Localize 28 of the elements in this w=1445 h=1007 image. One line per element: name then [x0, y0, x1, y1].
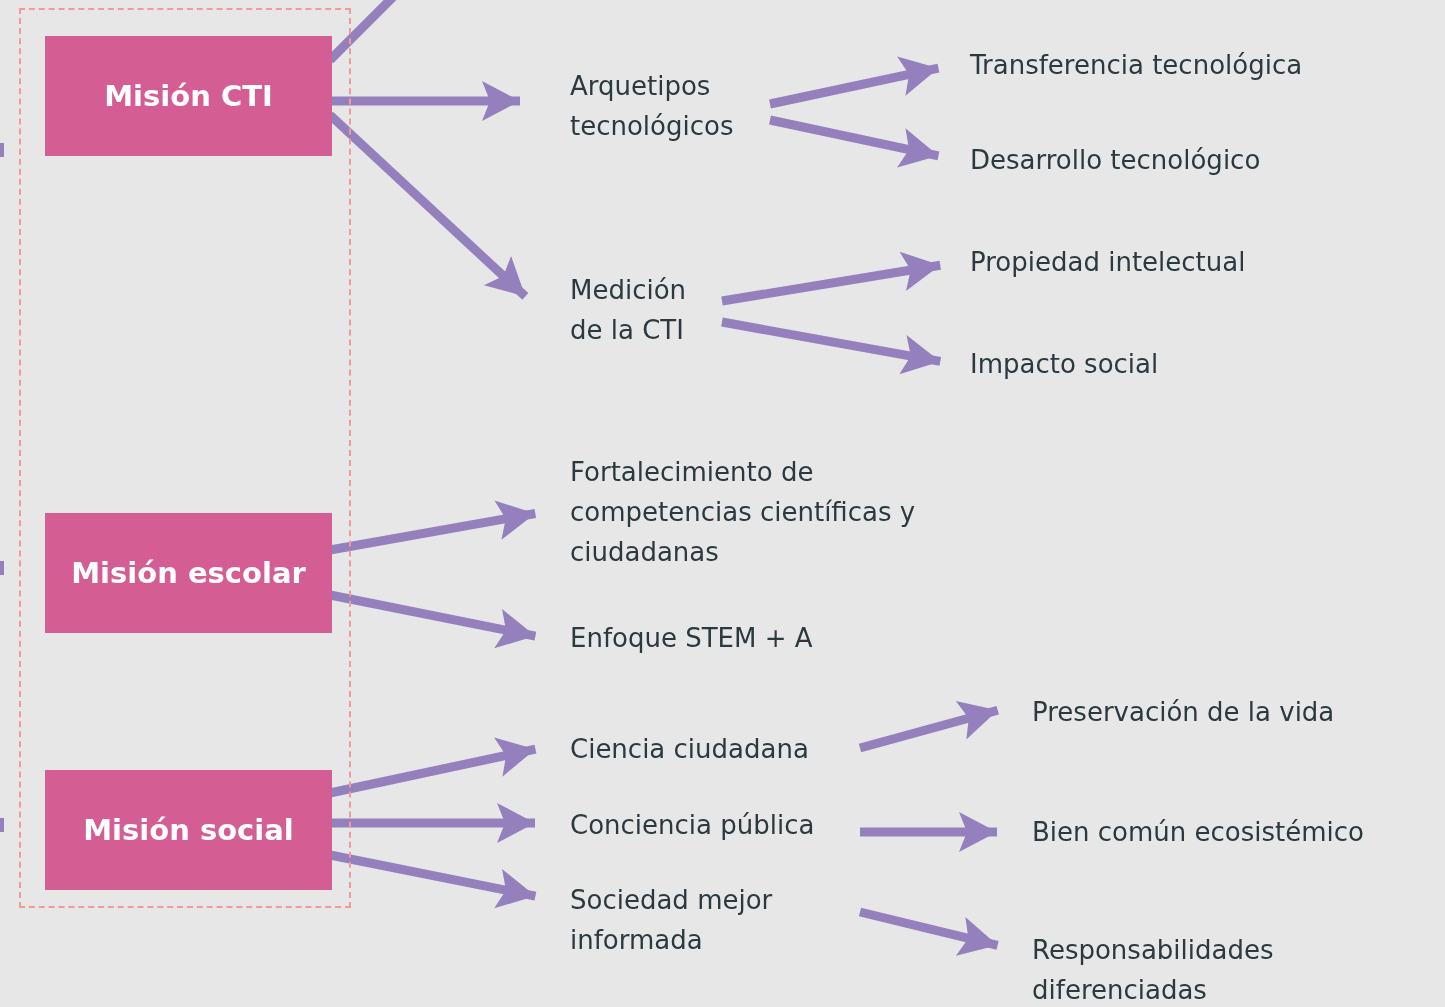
mission-box [45, 770, 332, 890]
topic-label: Responsabilidades diferenciadas [1032, 934, 1275, 1007]
topic-label: Desarrollo tecnológico [970, 144, 1262, 177]
topic-label: Sociedad mejor informada [570, 884, 774, 957]
mission-label: Misión CTI [104, 79, 273, 113]
topic-label: Transferencia tecnológica [970, 49, 1304, 82]
topic-label: Fortalecimiento de competencias científicas y ciudadanas [570, 456, 917, 569]
dashed-group-frame [19, 8, 351, 908]
arrow [721, 317, 942, 375]
mission-label: Misión social [83, 813, 294, 847]
arrow [858, 701, 999, 753]
arrow [721, 251, 941, 306]
topic-label: Preservación de la vida [1032, 696, 1336, 729]
arrow [769, 56, 940, 109]
arrow [860, 812, 997, 852]
topic-label: Propiedad intelectual [970, 246, 1247, 279]
topic-label: Impacto social [970, 348, 1160, 381]
arrow [858, 907, 999, 956]
topic-label: Arquetipos tecnológicos [570, 70, 735, 143]
topic-label: Bien común ecosistémico [1032, 816, 1365, 849]
mission-label: Misión escolar [71, 556, 306, 590]
topic-label: Ciencia ciudadana [570, 733, 810, 766]
topic-label: Enfoque STEM + A [570, 622, 814, 655]
topic-label: Medición de la CTI [570, 274, 688, 347]
topic-label: Conciencia pública [570, 809, 816, 842]
arrow [769, 115, 940, 168]
mission-box [45, 513, 332, 633]
mission-box [45, 36, 332, 156]
